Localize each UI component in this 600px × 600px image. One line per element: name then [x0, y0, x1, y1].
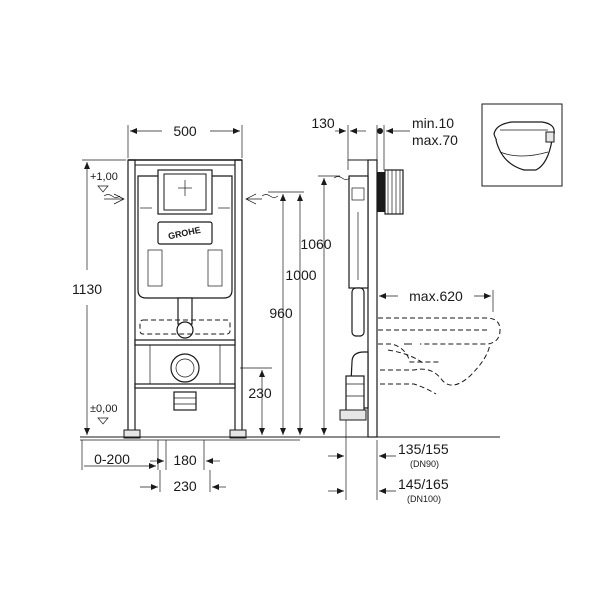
dim-depth-130: 130 [311, 115, 335, 131]
front-view: GROHE [80, 159, 500, 441]
side-frame [367, 159, 378, 438]
dim-min-10: min.10 [412, 115, 454, 131]
dim-width-180: 180 [173, 452, 197, 468]
dim-offset-0-200: 0-200 [94, 451, 130, 467]
waste-outlet [170, 353, 200, 383]
dim-max-70: max.70 [412, 132, 458, 148]
side-view [333, 159, 501, 438]
wc-thumbnail [481, 103, 563, 187]
pan-outline [139, 319, 231, 335]
dim-height-960: 960 [269, 305, 293, 321]
dim-total-height: 1130 [72, 281, 102, 297]
front-dimensions: 500 1130 +1,00 ±0,00 1060 1000 960 230 0… [72, 123, 340, 494]
thumbnail-frame [481, 103, 563, 187]
level-top: +1,00 [90, 171, 118, 183]
dim-height-1060: 1060 [300, 236, 331, 252]
dim-max-620: max.620 [409, 288, 463, 304]
side-dimensions: 130 min.10 max.70 max.620 135/155 (DN90)… [311, 115, 494, 504]
waste-pipe [173, 391, 197, 411]
dim-width-230: 230 [173, 478, 197, 494]
dim-height-1000: 1000 [285, 267, 316, 283]
frame-left-post [127, 159, 136, 438]
dim-145-165: 145/165 [398, 476, 449, 492]
dim-frame-width: 500 [173, 123, 197, 139]
dim-dn100: (DN100) [407, 494, 441, 504]
dim-height-230: 230 [248, 385, 272, 401]
dim-dn90: (DN90) [410, 459, 439, 469]
level-floor: ±0,00 [90, 403, 117, 415]
dim-135-155: 135/155 [398, 441, 449, 457]
frame-right-post [234, 159, 243, 438]
side-pan-outline [378, 317, 501, 395]
brand-plate [157, 221, 213, 245]
